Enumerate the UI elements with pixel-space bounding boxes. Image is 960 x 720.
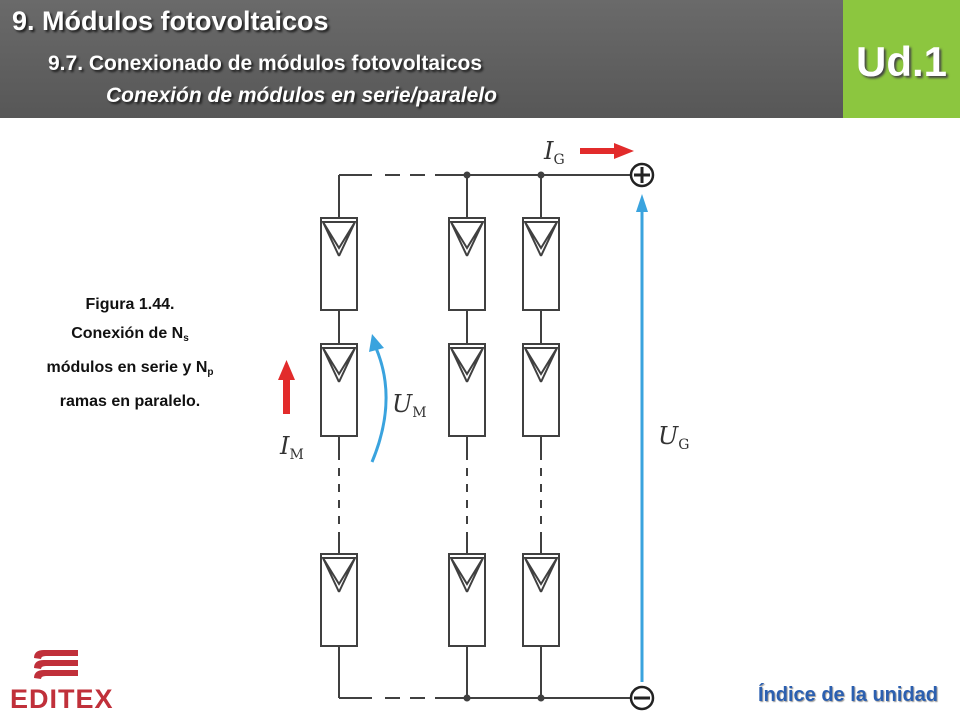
- pv-module: [320, 553, 358, 647]
- series-parallel-diagram: IG UM IM UG: [278, 137, 689, 711]
- pv-module: [448, 217, 486, 311]
- pv-module: [320, 217, 358, 311]
- figure-caption: Figura 1.44. Conexión de Ns módulos en s…: [0, 290, 260, 416]
- section-title: Conexión de módulos en serie/paralelo: [106, 84, 497, 107]
- im-label: IM: [279, 432, 304, 463]
- junction-dot: [537, 694, 545, 702]
- ig-label: IG: [543, 137, 565, 168]
- negative-terminal-icon: [629, 685, 655, 711]
- pv-module: [522, 553, 560, 647]
- im-current-arrow: [278, 360, 295, 414]
- caption-line-3: módulos en serie y Np: [46, 359, 214, 378]
- caption-line-1: Figura 1.44.: [85, 296, 175, 313]
- page-title: 9. Módulos fotovoltaicos: [12, 6, 329, 36]
- positive-terminal-icon: [629, 162, 655, 188]
- caption-line-4: ramas en paralelo.: [59, 393, 201, 410]
- editex-logo-icon: [34, 650, 78, 679]
- page-subtitle: 9.7. Conexionado de módulos fotovoltaico…: [48, 52, 483, 75]
- caption-line-2: Conexión de Ns: [71, 325, 189, 344]
- ug-label: UG: [658, 422, 689, 453]
- junction-dot: [463, 694, 471, 702]
- pv-module: [522, 343, 560, 437]
- pv-module: [522, 217, 560, 311]
- um-voltage-arrow: [369, 334, 388, 463]
- unit-index-link[interactable]: Índice de la unidad: [757, 684, 938, 706]
- unit-label: Ud.1: [855, 38, 947, 85]
- logo-text: EDITEX: [10, 684, 114, 714]
- pv-module: [448, 553, 486, 647]
- editex-logo: EDITEX: [10, 648, 120, 714]
- header-bar: 9. Módulos fotovoltaicos 9.7. Conexionad…: [0, 0, 843, 118]
- pv-module: [448, 343, 486, 437]
- pv-module: [320, 343, 358, 437]
- junction-dot: [463, 171, 471, 179]
- junction-dot: [537, 171, 545, 179]
- unit-badge[interactable]: Ud.1: [843, 0, 960, 118]
- um-label: UM: [392, 390, 427, 421]
- ug-voltage-arrow: [636, 194, 648, 682]
- ig-current-arrow: [580, 143, 634, 159]
